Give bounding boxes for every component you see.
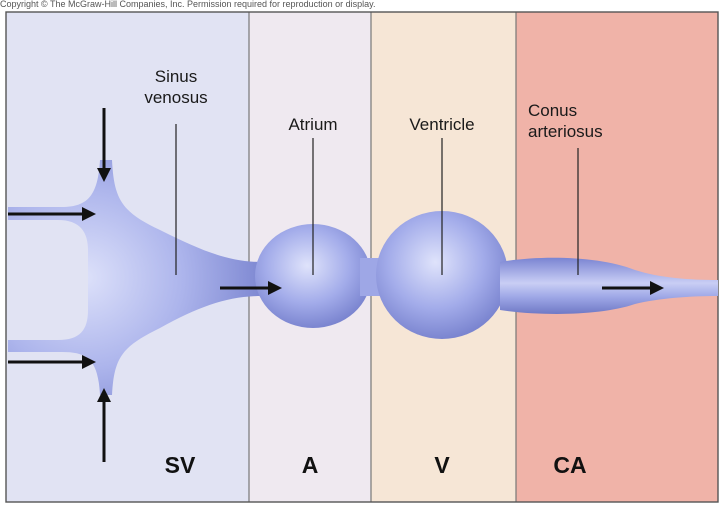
ca-panel <box>516 12 718 502</box>
copyright-strip: Copyright © The McGraw-Hill Companies, I… <box>0 0 722 10</box>
label-sinus-venosus: Sinus venosus <box>130 66 222 108</box>
label-conus-arteriosus: Conus arteriosus <box>528 100 638 142</box>
label-sinus-venosus-line1: Sinus <box>130 66 222 87</box>
region-a: A <box>285 452 335 479</box>
region-v: V <box>417 452 467 479</box>
label-sinus-venosus-line2: venosus <box>130 87 222 108</box>
label-ventricle: Ventricle <box>387 114 497 135</box>
label-conus-line2: arteriosus <box>528 121 638 142</box>
label-atrium: Atrium <box>263 114 363 135</box>
region-ca: CA <box>535 452 605 479</box>
region-sv: SV <box>150 452 210 479</box>
label-conus-line1: Conus <box>528 100 638 121</box>
